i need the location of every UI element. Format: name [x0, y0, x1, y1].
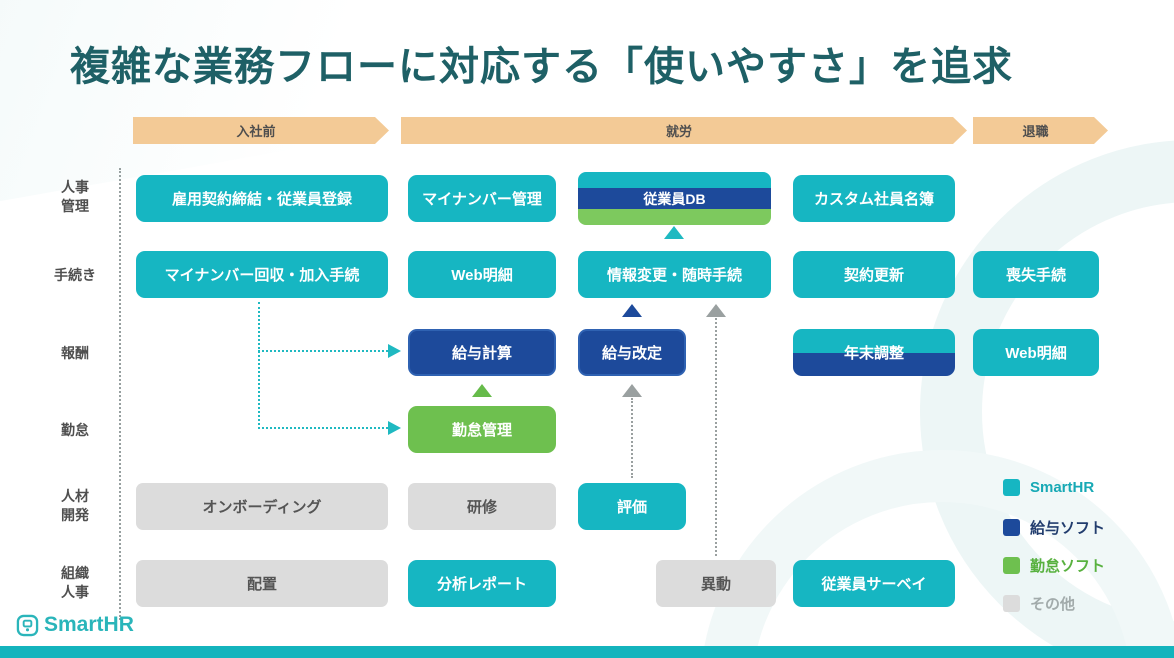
box-loss-procedure: 喪失手続	[973, 251, 1099, 298]
smarthr-logo-icon	[16, 614, 39, 636]
row-label-hr-management: 人事 管理	[42, 178, 108, 216]
row-label-line: 開発	[61, 506, 89, 523]
connector-teal-to-payroll-calc	[258, 350, 388, 352]
label-separator-dotted-line	[119, 168, 121, 620]
row-label-line: 組織	[61, 565, 89, 581]
box-attendance-management: 勤怠管理	[408, 406, 556, 453]
box-evaluation: 評価	[578, 483, 686, 530]
page-title: 複雑な業務フローに対応する「使いやすさ」を追求	[70, 45, 1013, 89]
box-year-end-adjustment: 年末調整	[793, 329, 955, 376]
box-employee-db: 従業員DB	[578, 172, 771, 225]
box-onboarding: オンボーディング	[136, 483, 388, 530]
row-label-line: 人事	[61, 583, 89, 600]
box-web-payslip: Web明細	[408, 251, 556, 298]
legend-swatch-attendance	[1003, 557, 1020, 574]
year-end-smarthr-band	[793, 329, 955, 353]
smarthr-logo: SmartHR	[16, 613, 134, 637]
row-label-line: 人材	[61, 488, 89, 504]
box-placement: 配置	[136, 560, 388, 607]
legend-item-attendance: 勤怠ソフト	[1003, 555, 1105, 576]
box-employee-survey: 従業員サーベイ	[793, 560, 955, 607]
legend-swatch-payroll	[1003, 519, 1020, 536]
connector-teal-vertical	[258, 302, 260, 429]
row-label-line: 管理	[61, 197, 89, 214]
box-employment-contract: 雇用契約締結・従業員登録	[136, 175, 388, 222]
arrow-up-info-change-to-employee-db-icon	[664, 226, 684, 239]
arrow-up-attendance-to-payroll-icon	[472, 384, 492, 397]
legend-item-payroll: 給与ソフト	[1003, 517, 1105, 538]
box-mynumber-collect: マイナンバー回収・加入手続	[136, 251, 388, 298]
box-custom-roster: カスタム社員名簿	[793, 175, 955, 222]
box-contract-renewal: 契約更新	[793, 251, 955, 298]
stage-arrow-retirement: 退職	[973, 117, 1108, 144]
box-payroll-calc: 給与計算	[408, 329, 556, 376]
arrow-up-salary-revision-to-info-change-icon	[622, 304, 642, 317]
connector-gray-transfer	[715, 318, 717, 556]
stage-arrow-pre-hire: 入社前	[133, 117, 389, 144]
box-training: 研修	[408, 483, 556, 530]
bottom-accent-bar	[0, 646, 1174, 658]
row-label-org-hr: 組織 人事	[42, 564, 108, 602]
row-label-talent-development: 人材 開発	[42, 487, 108, 525]
smarthr-logo-text: SmartHR	[44, 613, 134, 636]
box-mynumber-management: マイナンバー管理	[408, 175, 556, 222]
arrow-right-to-attendance-icon	[388, 421, 401, 435]
stage-label-pre-hire: 入社前	[236, 124, 276, 139]
legend-label: その他	[1030, 596, 1076, 613]
legend-item-other: その他	[1003, 593, 1075, 614]
row-label-attendance: 勤怠	[61, 422, 89, 438]
connector-gray-evaluation	[631, 398, 633, 478]
arrow-up-evaluation-to-salary-revision-icon	[622, 384, 642, 397]
legend-label: SmartHR	[1030, 479, 1095, 496]
connector-teal-to-attendance	[258, 427, 388, 429]
employee-db-smarthr-band	[578, 172, 771, 188]
legend-item-smarthr: SmartHR	[1003, 479, 1094, 496]
arrow-up-transfer-to-info-change-icon	[706, 304, 726, 317]
legend-label: 勤怠ソフト	[1030, 558, 1106, 575]
legend-swatch-other	[1003, 595, 1020, 612]
box-transfer: 異動	[656, 560, 776, 607]
stage-arrow-employment: 就労	[401, 117, 967, 144]
employee-db-payroll-band: 従業員DB	[578, 188, 771, 209]
row-label-line: 人事	[61, 179, 89, 195]
arrow-right-to-payroll-calc-icon	[388, 344, 401, 358]
box-label: 年末調整	[843, 345, 904, 362]
row-label-procedures: 手続き	[54, 267, 96, 283]
legend-label: 給与ソフト	[1030, 520, 1106, 537]
row-label-compensation: 報酬	[61, 345, 89, 361]
box-analytics-report: 分析レポート	[408, 560, 556, 607]
box-web-payslip-retirement: Web明細	[973, 329, 1099, 376]
employee-db-attendance-band	[578, 209, 771, 225]
stage-label-employment: 就労	[665, 124, 692, 139]
box-salary-revision: 給与改定	[578, 329, 686, 376]
year-end-payroll-band	[793, 353, 955, 376]
stage-label-retirement: 退職	[1022, 124, 1049, 139]
box-info-change: 情報変更・随時手続	[578, 251, 771, 298]
legend-swatch-smarthr	[1003, 479, 1020, 496]
box-label: 従業員DB	[643, 190, 706, 207]
